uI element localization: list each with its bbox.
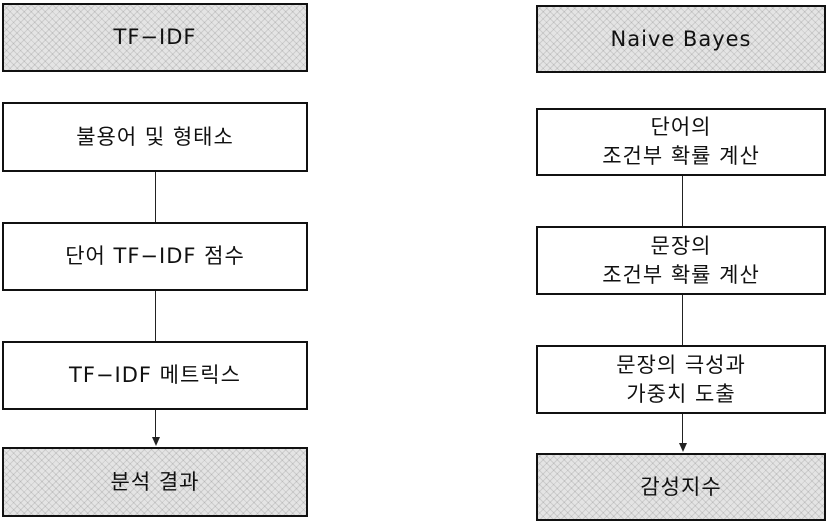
naive-bayes-header-box: Naive Bayes: [536, 5, 826, 73]
arrow-line: [682, 414, 683, 444]
stopword-morpheme-box: 불용어 및 형태소: [2, 102, 308, 172]
tfidf-matrix-box: TF−IDF 메트릭스: [2, 341, 308, 410]
arrowhead-icon: [152, 437, 160, 446]
stopword-morpheme-label: 불용어 및 형태소: [76, 124, 234, 149]
connector-line: [155, 172, 156, 222]
arrow-line: [155, 410, 156, 438]
naive-bayes-header-label: Naive Bayes: [610, 26, 752, 51]
analysis-result-label: 분석 결과: [110, 469, 200, 494]
tfidf-header-box: TF−IDF: [2, 3, 308, 72]
word-conditional-probability-box: 단어의 조건부 확률 계산: [536, 108, 826, 176]
arrowhead-icon: [679, 443, 687, 452]
tfidf-header-label: TF−IDF: [113, 25, 197, 49]
tfidf-matrix-label: TF−IDF 메트릭스: [69, 363, 241, 387]
sentiment-index-label: 감성지수: [640, 474, 722, 499]
sentence-polarity-weight-line2: 가중치 도출: [626, 381, 736, 406]
word-tfidf-score-box: 단어 TF−IDF 점수: [2, 222, 308, 291]
connector-line: [682, 295, 683, 345]
connector-line: [155, 291, 156, 341]
word-conditional-probability-line1: 단어의: [650, 115, 712, 139]
sentence-conditional-probability-line2: 조건부 확률 계산: [602, 262, 760, 287]
sentence-conditional-probability-line1: 문장의: [650, 233, 712, 258]
word-conditional-probability-line2: 조건부 확률 계산: [602, 144, 760, 168]
sentence-conditional-probability-box: 문장의 조건부 확률 계산: [536, 226, 826, 295]
sentence-polarity-weight-box: 문장의 극성과 가중치 도출: [536, 345, 826, 414]
sentence-polarity-weight-line1: 문장의 극성과: [616, 352, 746, 377]
connector-line: [682, 176, 683, 226]
analysis-result-box: 분석 결과: [2, 447, 308, 517]
word-tfidf-score-label: 단어 TF−IDF 점수: [65, 244, 245, 268]
sentiment-index-box: 감성지수: [536, 453, 826, 521]
